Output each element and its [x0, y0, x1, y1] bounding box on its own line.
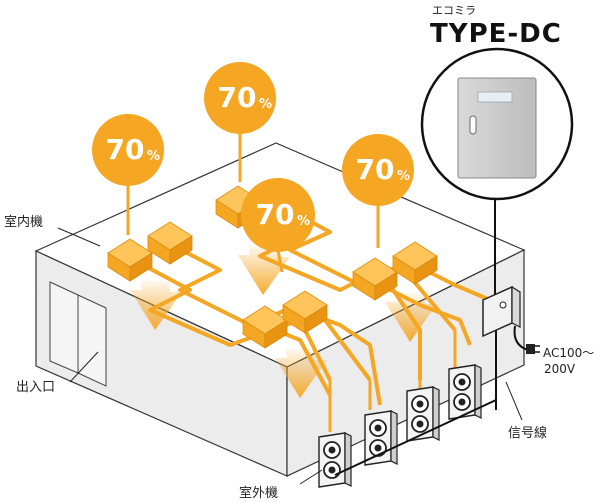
indoor-unit: [392, 241, 438, 285]
brand-kana: エコミラ: [432, 4, 476, 17]
brand-header: エコミラ TYPE-DC: [430, 4, 562, 49]
airflow-arrow: [238, 245, 290, 295]
percent-bubbles: 70%70%70%70%: [92, 62, 414, 273]
bubble-unit: %: [297, 214, 310, 229]
signal-line-label: 信号線: [508, 425, 547, 441]
percent-bubble: 70%: [241, 178, 315, 273]
percent-bubble: 70%: [342, 134, 414, 248]
indoor-unit: [242, 305, 288, 349]
bubble-unit: %: [147, 149, 160, 164]
signal-line: [334, 190, 497, 476]
airflow-arrow: [130, 280, 182, 330]
labels: 室内機 出入口 室外機 信号線 AC100～ 200V: [4, 214, 594, 501]
outdoor-unit: [406, 386, 440, 442]
outdoor-unit: [318, 432, 352, 488]
indoor-unit: [352, 257, 398, 301]
percent-bubble: 70%: [92, 114, 164, 235]
entrance-doors: [49, 281, 107, 387]
bubble-value: 70: [256, 198, 295, 231]
bubble-value: 70: [356, 153, 395, 186]
control-panel-box: [457, 77, 537, 179]
bubble-value: 70: [106, 133, 145, 166]
panel-handle-icon: [469, 115, 477, 135]
indoor-unit: [147, 221, 193, 265]
outdoor-unit: [364, 410, 398, 466]
pipe-drops: [328, 330, 457, 432]
percent-bubble: 70%: [204, 62, 276, 182]
wall-controller: [482, 285, 521, 338]
power-label-line1: AC100～: [543, 346, 594, 360]
indoor-unit-label: 室内機: [4, 214, 43, 230]
airflow-arrow: [385, 292, 437, 342]
building-right-wall: [286, 249, 525, 477]
airflow-arrow: [275, 348, 327, 398]
control-panel-callout: [420, 47, 574, 201]
outdoor-unit: [448, 364, 482, 420]
power-plug: [513, 325, 540, 354]
airflow-arrows: [130, 245, 437, 398]
entrance-label: 出入口: [16, 380, 55, 395]
bubble-unit: %: [259, 97, 272, 112]
outdoor-unit-label: 室外機: [239, 485, 278, 501]
plug-icon: [526, 344, 535, 354]
power-label-line2: 200V: [544, 362, 576, 376]
bubble-value: 70: [218, 81, 257, 114]
bubble-unit: %: [397, 169, 410, 184]
brand-title: TYPE-DC: [430, 19, 562, 49]
indoor-unit: [282, 290, 328, 334]
indoor-unit: [107, 238, 153, 282]
